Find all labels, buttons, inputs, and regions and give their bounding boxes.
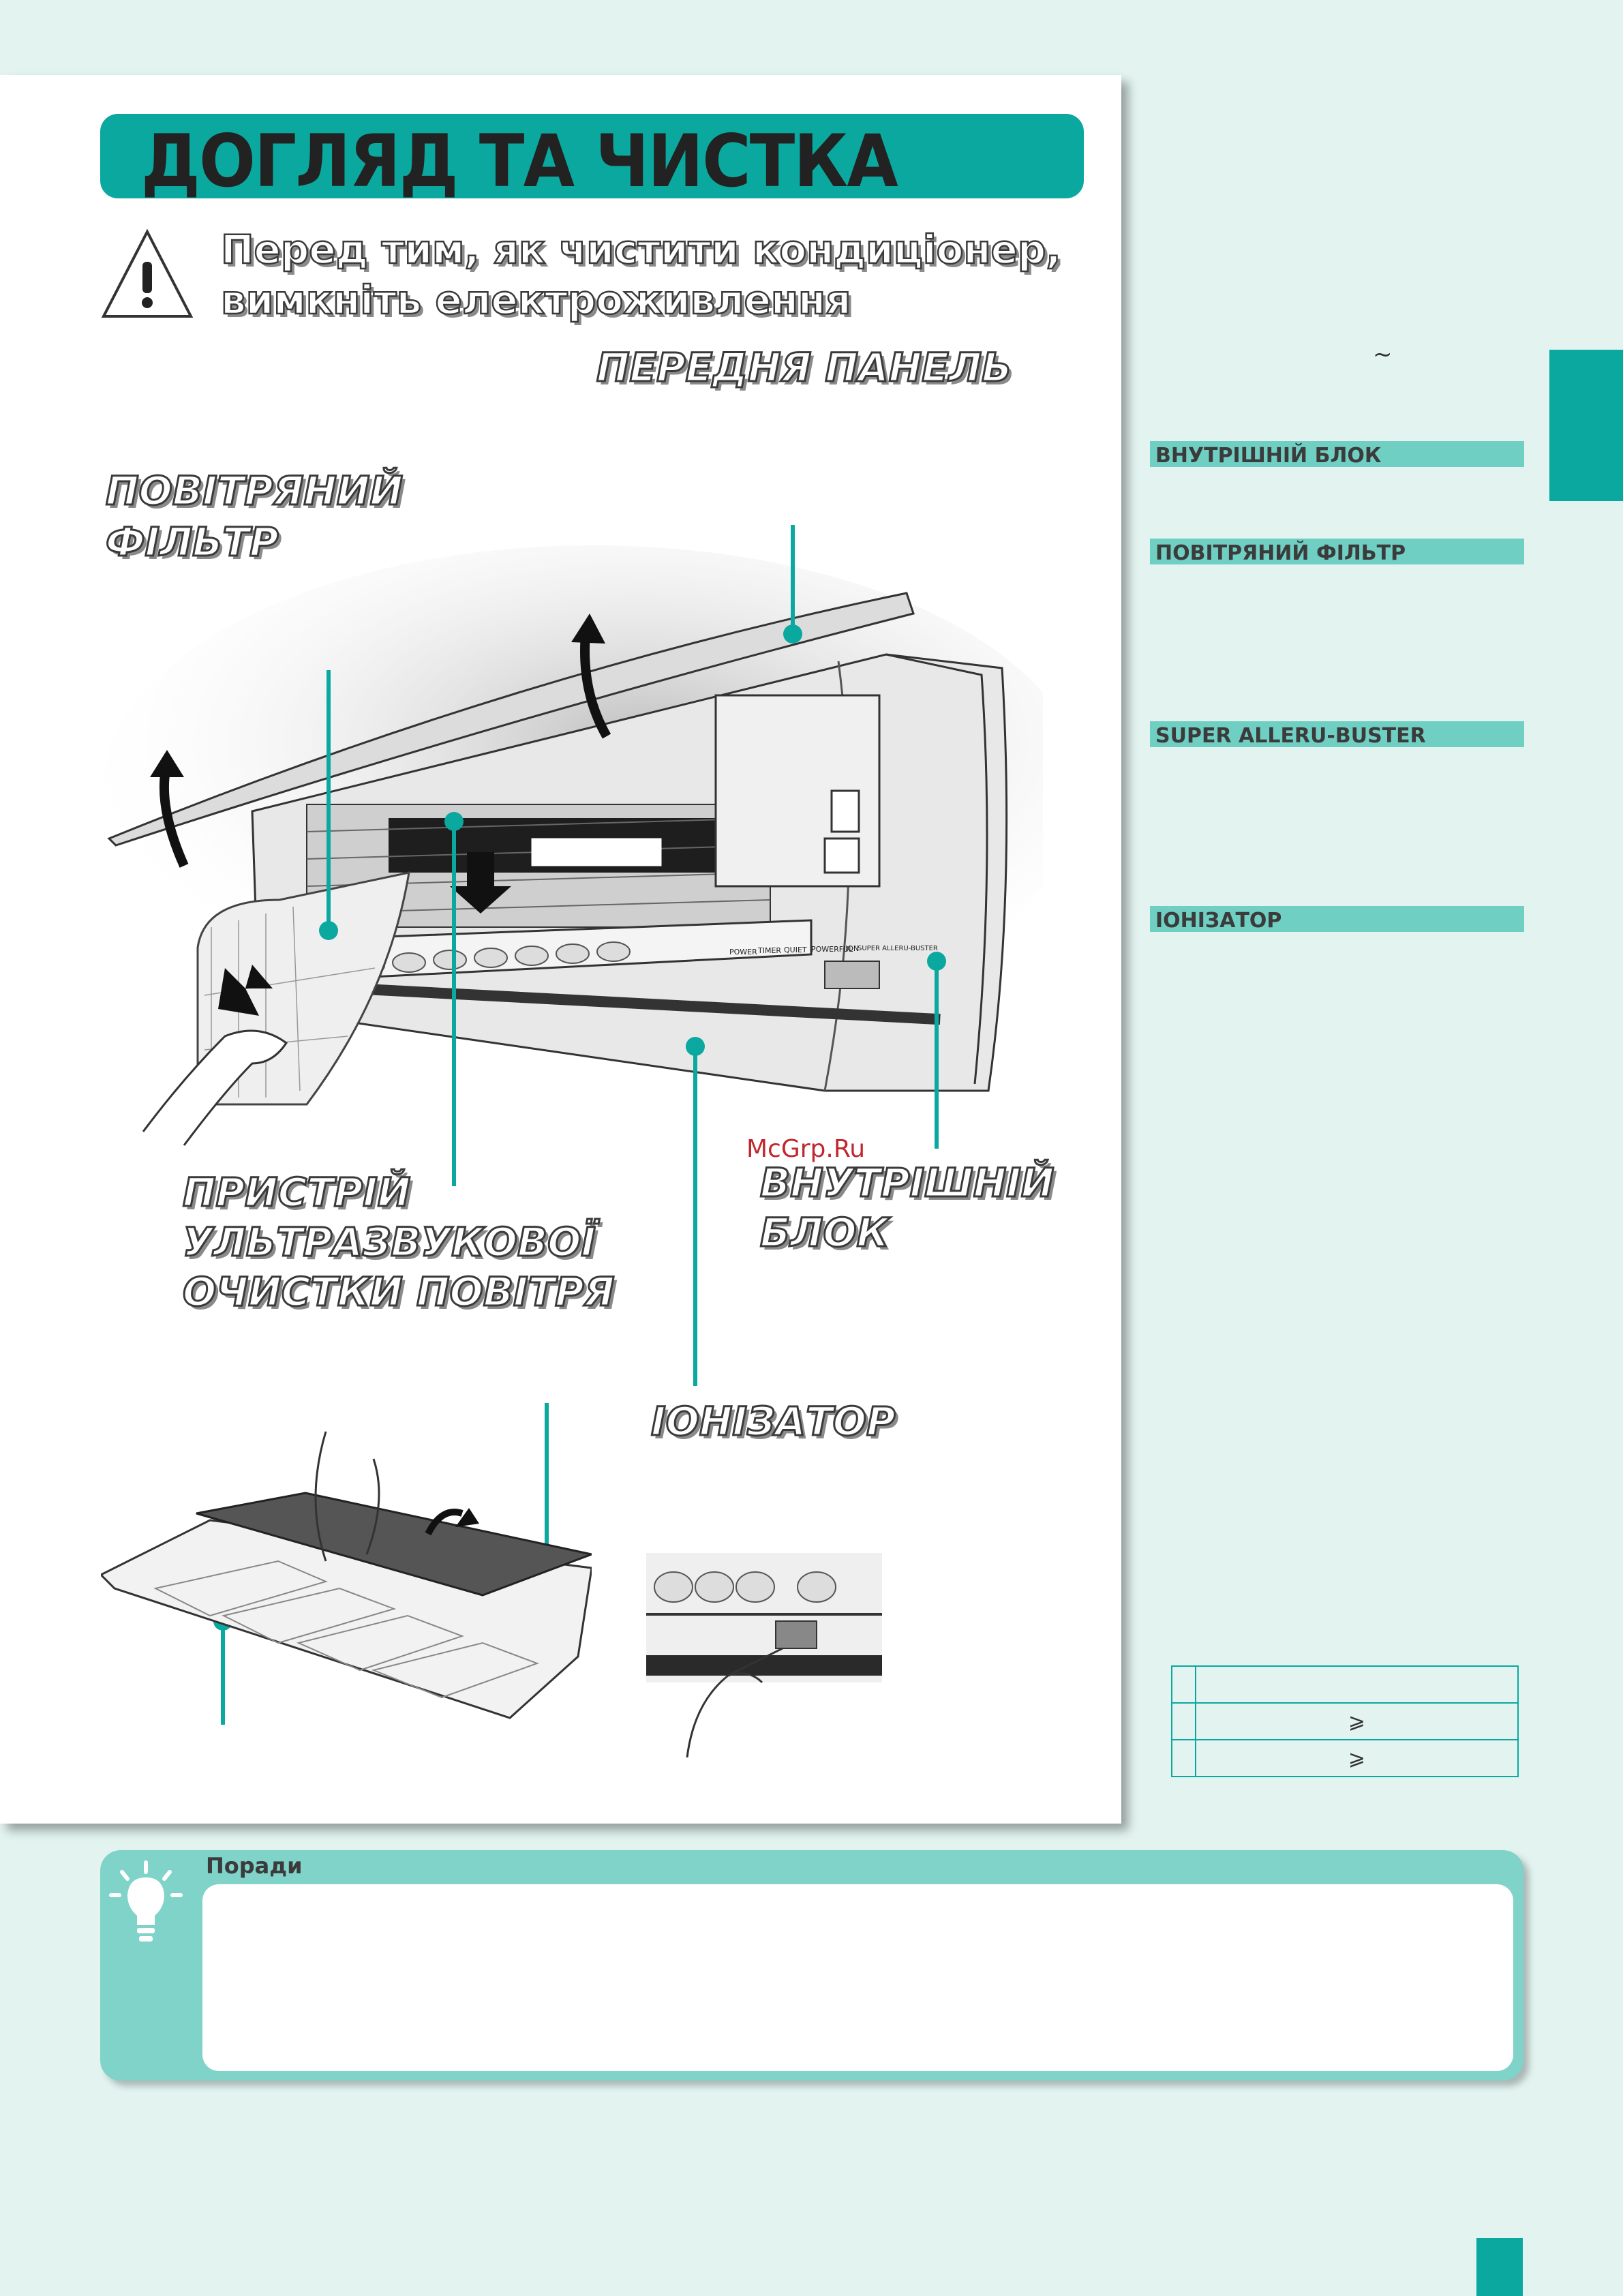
panel-button-quiet: QUIET bbox=[784, 946, 807, 954]
lightbulb-icon bbox=[109, 1860, 183, 1942]
table-cell bbox=[1171, 1702, 1196, 1740]
panel-button-power: POWER bbox=[729, 948, 757, 956]
tips-box: Поради bbox=[100, 1850, 1523, 2081]
sidebar-heading-label: SUPER ALLERU-BUSTER bbox=[1155, 724, 1426, 748]
air-conditioner-illustration: POWER TIMER QUIET POWERFUL ION SUPER ALL… bbox=[102, 545, 1043, 1146]
sidebar-heading-indoor-unit: ВНУТРІШНІЙ БЛОК bbox=[1150, 441, 1524, 468]
sidebar-heading-air-filter: ПОВІТРЯНИЙ ФІЛЬТР bbox=[1150, 539, 1524, 565]
table-cell: ⩾ bbox=[1194, 1739, 1519, 1777]
tilde-symbol: ~ bbox=[1373, 341, 1393, 368]
air-filter-label-2: ФІЛЬТР bbox=[105, 518, 280, 567]
ionizer-label: ІОНІЗАТОР bbox=[650, 1398, 896, 1446]
tips-title: Поради bbox=[206, 1853, 303, 1879]
page-number-tab bbox=[1476, 2238, 1523, 2296]
section-edge-tab bbox=[1549, 350, 1623, 501]
table-row bbox=[1171, 1665, 1519, 1704]
warning-line-1: Перед тим, як чистити кондиціонер, bbox=[220, 226, 1062, 274]
warning-line-2: вимкніть електроживлення bbox=[220, 276, 852, 324]
front-panel-label: ПЕРЕДНЯ ПАНЕЛЬ bbox=[595, 344, 1012, 392]
indoor-unit-label-1: ВНУТРІШНІЙ bbox=[759, 1159, 1055, 1207]
warning-icon bbox=[101, 228, 194, 318]
sidebar-heading-label: ІОНІЗАТОР bbox=[1155, 909, 1282, 933]
table-cell bbox=[1171, 1739, 1196, 1777]
spec-table: ⩾ ⩾ bbox=[1171, 1665, 1519, 1777]
filter-tray-illustration bbox=[101, 1431, 592, 1719]
watermark: McGrp.Ru bbox=[746, 1135, 866, 1163]
panel-button-ion: ION bbox=[845, 944, 859, 953]
sidebar-heading-label: ПОВІТРЯНИЙ ФІЛЬТР bbox=[1155, 541, 1406, 565]
sidebar-heading-label: ВНУТРІШНІЙ БЛОК bbox=[1155, 444, 1382, 468]
panel-button-timer: TIMER bbox=[757, 946, 781, 955]
air-filter-label-1: ПОВІТРЯНИЙ bbox=[105, 467, 404, 515]
ultrasonic-label-2: УЛЬТРАЗВУКОВОЇ bbox=[182, 1218, 597, 1267]
indoor-unit-label-2: БЛОК bbox=[759, 1209, 890, 1257]
ultrasonic-label-3: ОЧИСТКИ ПОВІТРЯ bbox=[181, 1268, 615, 1316]
page-title: ДОГЛЯД ТА ЧИСТКА bbox=[141, 119, 898, 203]
ionizer-detail-illustration bbox=[646, 1553, 882, 1757]
sidebar-heading-super-alleru-buster: SUPER ALLERU-BUSTER bbox=[1150, 721, 1524, 748]
table-cell bbox=[1194, 1665, 1519, 1704]
table-row: ⩾ bbox=[1171, 1739, 1519, 1777]
panel-button-super-alleru-buster: SUPER ALLERU-BUSTER bbox=[858, 945, 938, 952]
sidebar-heading-ionizer: ІОНІЗАТОР bbox=[1150, 906, 1524, 933]
table-cell bbox=[1171, 1665, 1196, 1704]
title-bar: ДОГЛЯД ТА ЧИСТКА bbox=[100, 114, 1084, 203]
table-row: ⩾ bbox=[1171, 1702, 1519, 1740]
tips-content bbox=[202, 1884, 1513, 2071]
table-cell: ⩾ bbox=[1194, 1702, 1519, 1740]
panel-button-powerful: POWERFUL bbox=[811, 945, 853, 954]
ultrasonic-label-1: ПРИСТРІЙ bbox=[181, 1168, 411, 1217]
